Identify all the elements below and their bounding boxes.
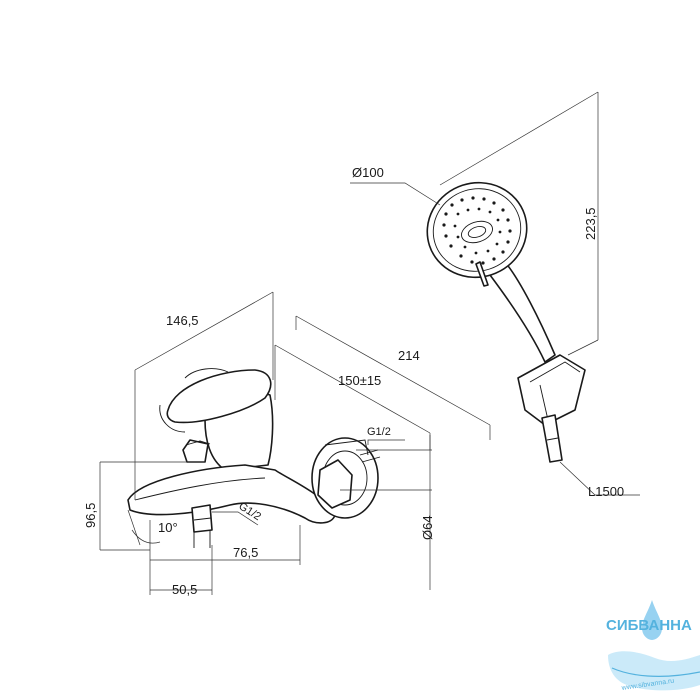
label-range-150: 150±15 [338,373,381,388]
label-height-96: 96,5 [83,503,98,528]
label-diameter-64: Ø64 [420,515,435,540]
label-spout-50: 50,5 [172,582,197,597]
watermark-brand: СИБВАННА [606,617,692,634]
label-length-214: 214 [398,348,420,363]
label-angle-10: 10° [158,520,178,535]
bath-faucet [127,368,381,548]
label-spout-76: 76,5 [233,545,258,560]
label-thread-top: G1/2 [367,426,391,438]
dimension-lines [99,91,640,595]
shower-nozzles [442,196,512,265]
watermark-logo: СИБВАННА www.sibvanna.ru [606,600,700,692]
label-shower-height: 223,5 [583,207,598,240]
hand-shower [426,181,586,463]
label-width-146: 146,5 [166,313,199,328]
label-hose-length: L1500 [588,484,624,499]
label-shower-diameter: Ø100 [352,165,384,180]
